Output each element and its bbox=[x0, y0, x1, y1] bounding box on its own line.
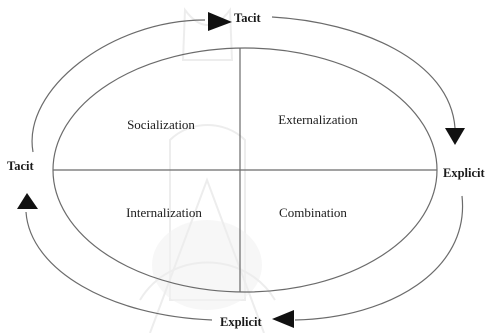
label-top-tacit: Tacit bbox=[234, 11, 261, 25]
arc-bottom-right bbox=[294, 195, 464, 321]
quadrant-socialization: Socialization bbox=[127, 117, 195, 132]
quadrant-externalization: Externalization bbox=[278, 112, 358, 127]
label-right-explicit: Explicit bbox=[443, 166, 486, 180]
arrowhead-left-bottom-icon bbox=[272, 310, 294, 328]
arc-top-right bbox=[271, 16, 456, 129]
arc-bottom-left bbox=[25, 211, 213, 321]
arc-top-left bbox=[31, 19, 206, 153]
label-bottom-explicit: Explicit bbox=[220, 315, 263, 329]
label-left-tacit: Tacit bbox=[7, 159, 34, 173]
arrowhead-up-left-icon bbox=[17, 193, 38, 209]
arrowhead-right-top-icon bbox=[208, 12, 232, 31]
quadrant-combination: Combination bbox=[279, 205, 347, 220]
arrowhead-down-right-icon bbox=[445, 128, 465, 145]
watermark-emblem bbox=[139, 7, 276, 333]
quadrant-internalization: Internalization bbox=[126, 205, 202, 220]
